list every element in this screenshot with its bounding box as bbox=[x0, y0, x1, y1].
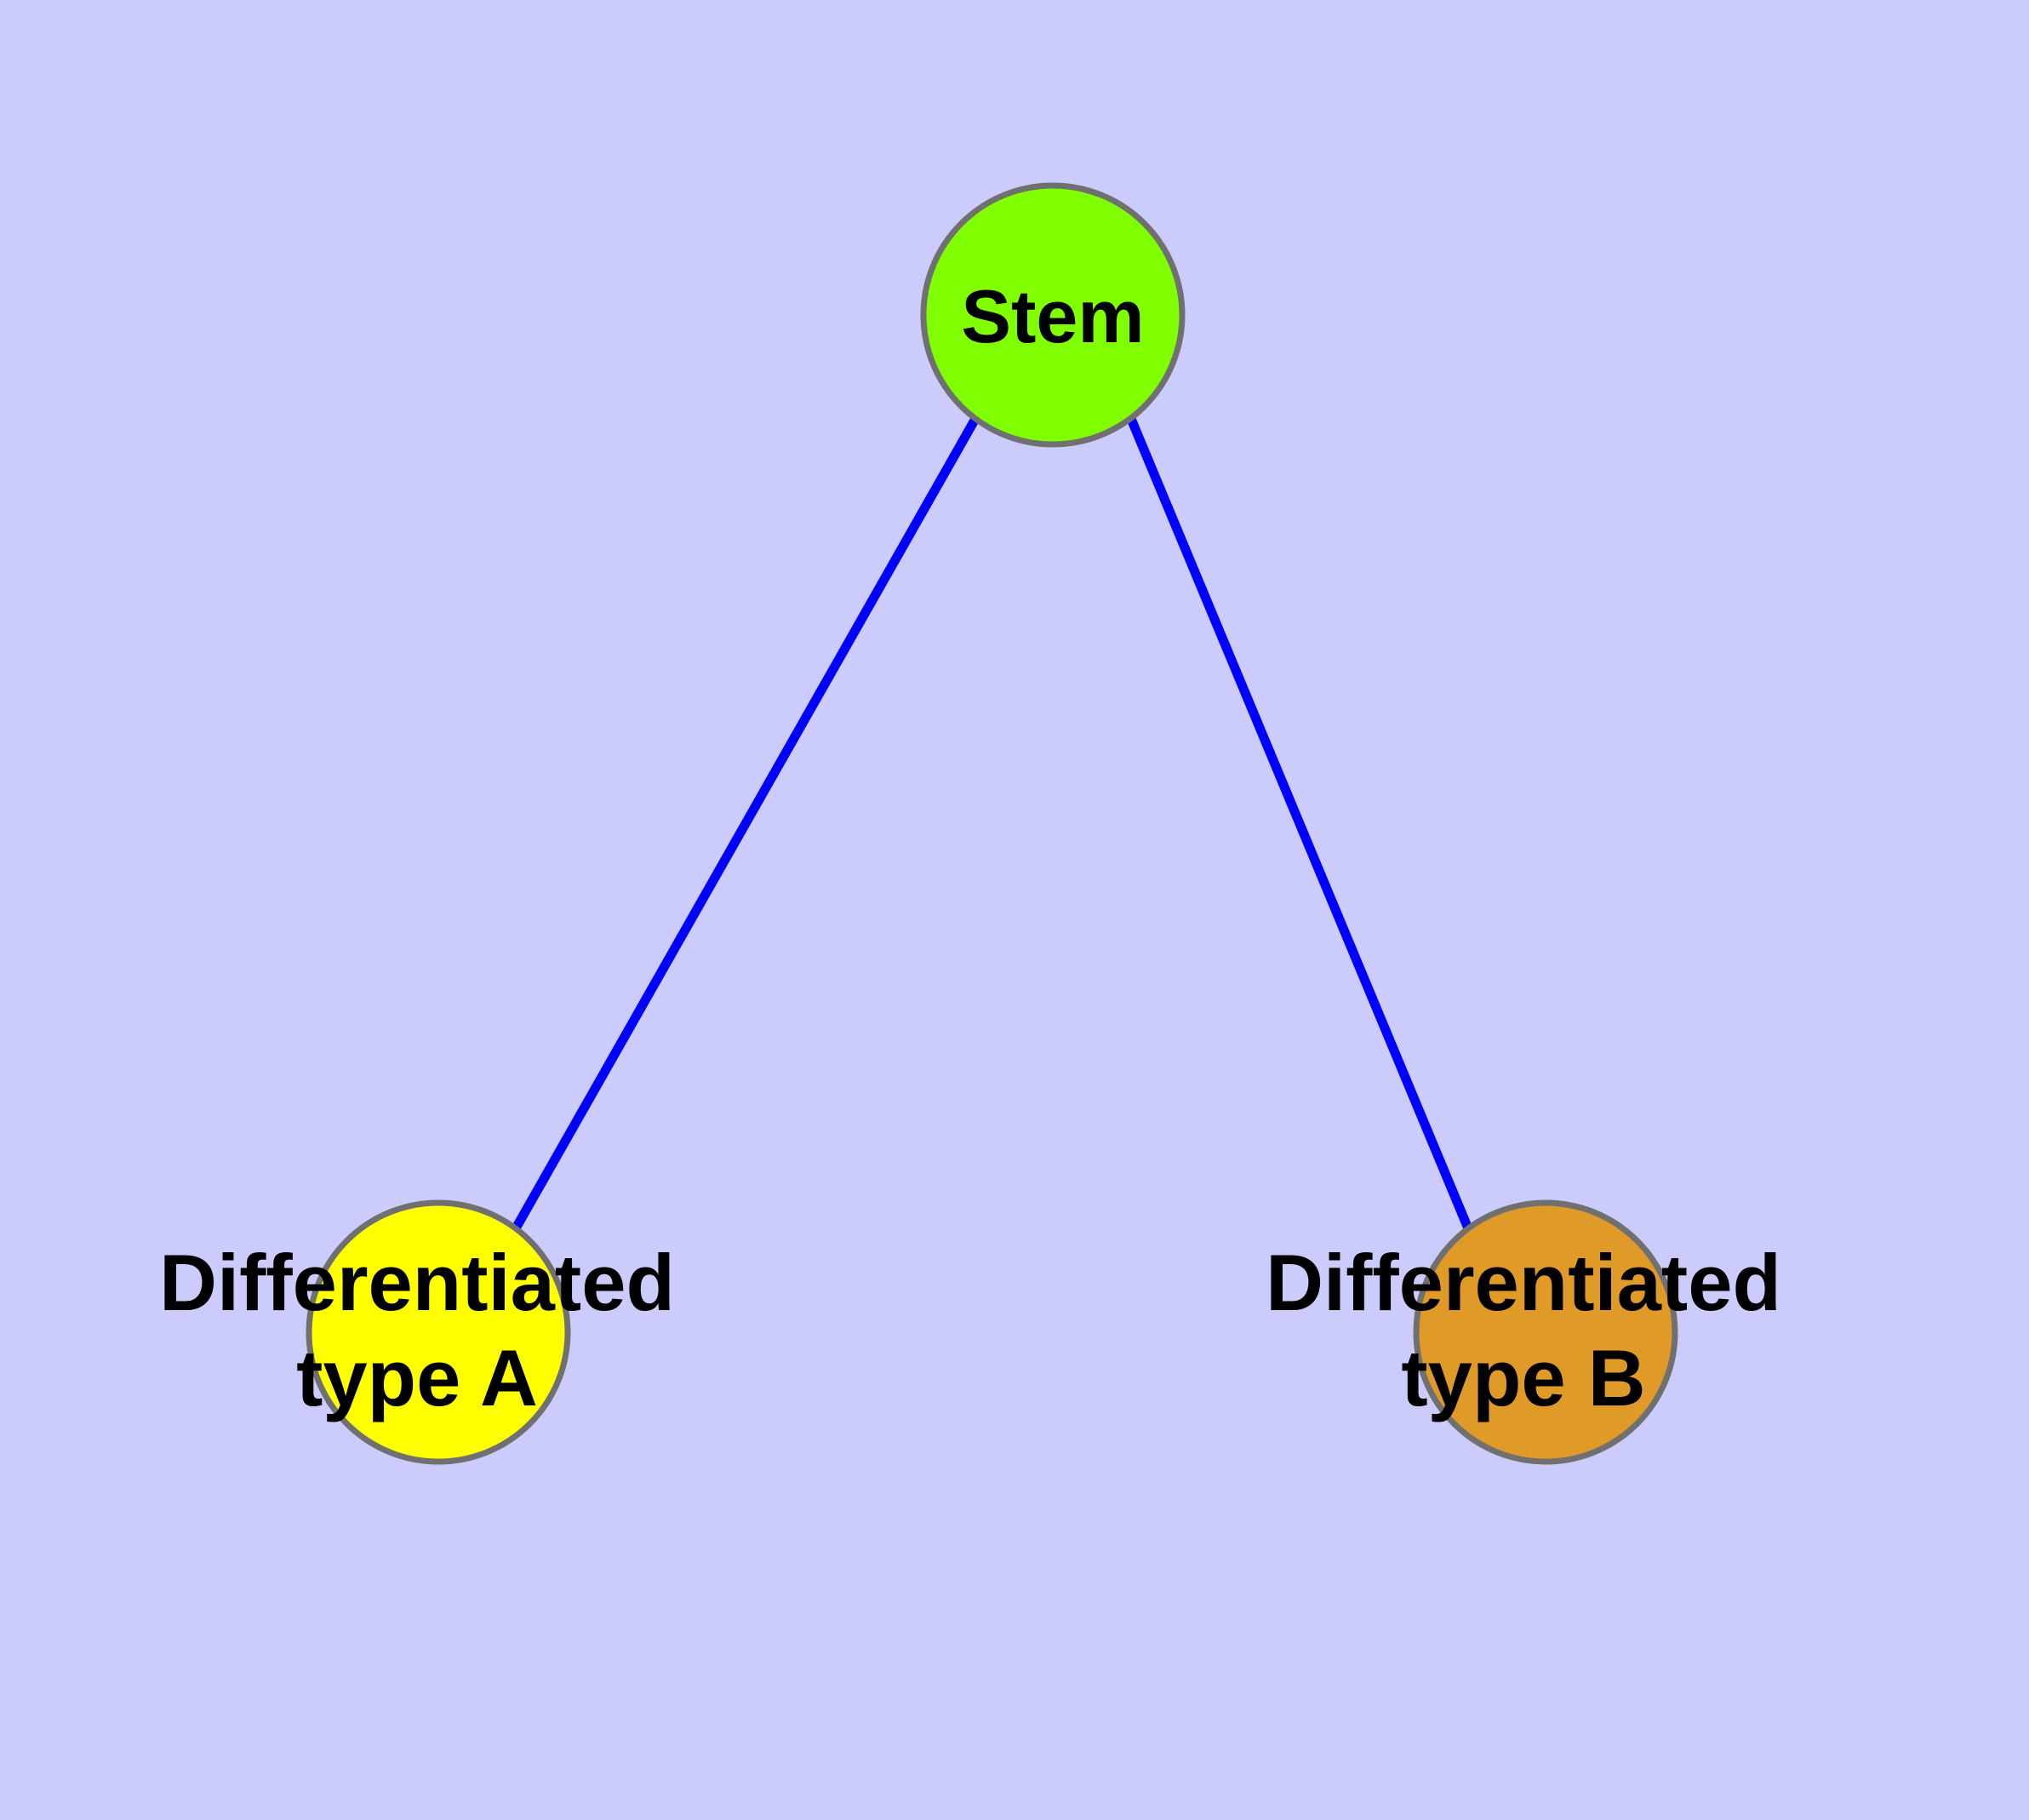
node-label-line: Stem bbox=[961, 274, 1144, 358]
node-label-line: Differentiated bbox=[1266, 1238, 1781, 1327]
node-diff-type-b[interactable] bbox=[1413, 1199, 1678, 1465]
edge-stem-to-diff-type-b bbox=[1126, 416, 1473, 1231]
node-label-line: type A bbox=[296, 1333, 538, 1422]
node-label-stem: Stem bbox=[961, 274, 1144, 358]
node-stem[interactable] bbox=[920, 182, 1186, 448]
edge-stem-to-diff-type-a bbox=[512, 416, 980, 1231]
edges-layer bbox=[512, 416, 1473, 1231]
nodes-layer bbox=[306, 182, 1678, 1465]
node-label-line: Differentiated bbox=[159, 1238, 675, 1327]
node-label-line: type B bbox=[1401, 1333, 1645, 1422]
node-diff-type-a[interactable] bbox=[306, 1199, 571, 1465]
